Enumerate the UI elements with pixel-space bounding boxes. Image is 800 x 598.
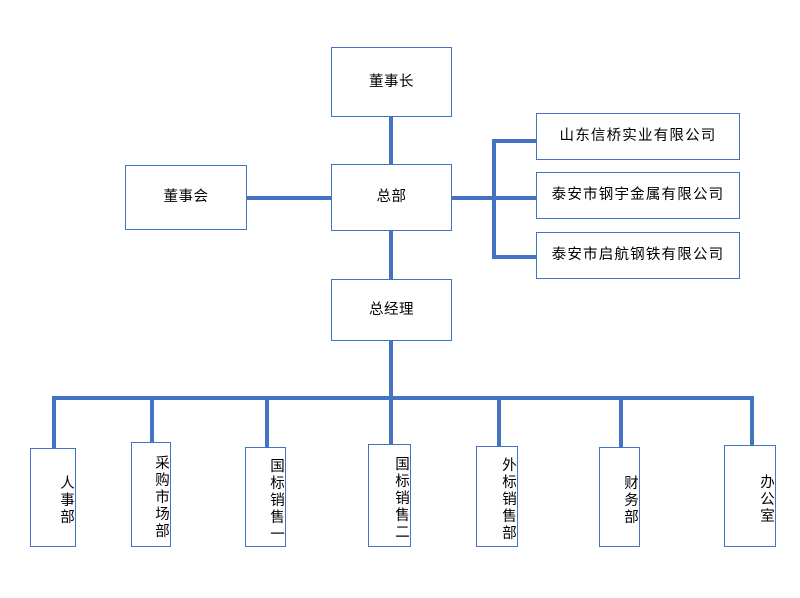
node-headquarters-label: 总部 bbox=[376, 189, 407, 206]
connector-headquarters-to-subsidiary-spine bbox=[451, 196, 496, 200]
node-department-1-label: 人事部 bbox=[58, 475, 74, 526]
node-department-7[interactable]: 办公室 bbox=[724, 445, 776, 547]
connector-bus-to-dept-2 bbox=[150, 396, 154, 442]
node-general-manager-label: 总经理 bbox=[369, 301, 414, 318]
connector-headquarters-to-general-manager bbox=[389, 230, 393, 280]
connector-spine-to-subsidiary-2 bbox=[492, 196, 537, 200]
node-department-4[interactable]: 国标销售二 bbox=[368, 444, 411, 547]
node-subsidiary-2[interactable]: 泰安市钢宇金属有限公司 bbox=[536, 172, 740, 219]
node-department-7-label: 办公室 bbox=[758, 473, 774, 525]
node-department-4-label: 国标销售二 bbox=[393, 456, 409, 541]
connector-bus-to-dept-5 bbox=[497, 396, 501, 446]
node-subsidiary-3[interactable]: 泰安市启航钢铁有限公司 bbox=[536, 232, 740, 279]
node-department-3-label: 国标销售一 bbox=[268, 457, 284, 543]
connector-bus-to-dept-6 bbox=[619, 396, 623, 447]
node-general-manager[interactable]: 总经理 bbox=[331, 279, 452, 341]
connector-chairman-to-headquarters bbox=[389, 116, 393, 166]
node-department-5-label: 外标销售部 bbox=[500, 457, 516, 542]
node-subsidiary-2-label: 泰安市钢宇金属有限公司 bbox=[551, 187, 725, 204]
node-headquarters[interactable]: 总部 bbox=[331, 164, 452, 231]
node-department-2[interactable]: 采购市场部 bbox=[131, 442, 171, 547]
node-board-label: 董事会 bbox=[163, 189, 209, 206]
node-department-5[interactable]: 外标销售部 bbox=[476, 446, 518, 547]
connector-bus-to-dept-4 bbox=[389, 396, 393, 444]
connector-spine-to-subsidiary-3 bbox=[492, 255, 537, 259]
node-chairman[interactable]: 董事长 bbox=[331, 47, 452, 117]
connector-bus-to-dept-7 bbox=[750, 396, 754, 445]
connector-department-bus bbox=[52, 396, 754, 400]
node-subsidiary-3-label: 泰安市启航钢铁有限公司 bbox=[551, 247, 725, 264]
connector-general-manager-to-bus bbox=[389, 341, 393, 400]
node-board[interactable]: 董事会 bbox=[125, 165, 247, 230]
node-department-2-label: 采购市场部 bbox=[153, 455, 169, 540]
node-subsidiary-1[interactable]: 山东信桥实业有限公司 bbox=[536, 113, 740, 160]
connector-spine-to-subsidiary-1 bbox=[492, 139, 537, 143]
node-department-6[interactable]: 财务部 bbox=[599, 447, 640, 547]
connector-board-to-headquarters bbox=[246, 196, 333, 200]
connector-bus-to-dept-3 bbox=[265, 396, 269, 447]
node-department-3[interactable]: 国标销售一 bbox=[245, 447, 286, 547]
node-subsidiary-1-label: 山东信桥实业有限公司 bbox=[559, 128, 717, 145]
connector-bus-to-dept-1 bbox=[52, 396, 56, 448]
node-department-1[interactable]: 人事部 bbox=[30, 448, 76, 547]
node-chairman-label: 董事长 bbox=[369, 73, 414, 90]
node-department-6-label: 财务部 bbox=[622, 474, 638, 526]
